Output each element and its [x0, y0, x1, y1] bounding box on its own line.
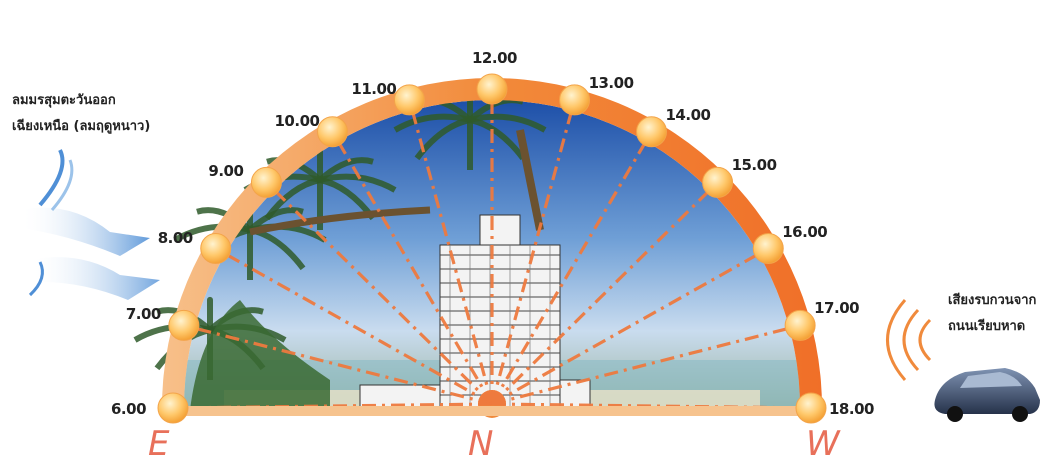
hour-suns — [157, 73, 827, 424]
sun-ray — [183, 323, 493, 406]
sun-icon — [250, 166, 282, 198]
compass-east: E — [148, 424, 170, 464]
sun-ray — [490, 99, 577, 405]
sky-dome — [133, 86, 800, 411]
wind-arrows — [20, 149, 160, 300]
hour-label: 11.00 — [351, 79, 397, 98]
sun-icon — [317, 116, 348, 148]
sun-ray — [214, 247, 493, 406]
hour-label: 16.00 — [782, 222, 828, 241]
noise-note-line1: เสียงรบกวนจาก — [948, 293, 1037, 308]
wind-note-line1: ลมมรสุมตะวันออก — [12, 93, 116, 108]
sun-icon — [784, 309, 816, 341]
building — [359, 214, 591, 411]
sun-icon — [559, 84, 591, 116]
hour-label: 6.00 — [111, 400, 147, 418]
sun-ray — [491, 323, 801, 406]
wind-note: ลมมรสุมตะวันออก เฉียงเหนือ (ลมฤดูหนาว) — [12, 88, 150, 140]
sun-ray — [490, 130, 653, 405]
sun-ray — [490, 181, 719, 406]
noise-note-line2: ถนนเรียบหาด — [948, 319, 1026, 334]
palm-trunk — [249, 206, 431, 236]
sun-ray — [491, 247, 770, 406]
compass-north: N — [468, 424, 494, 464]
car-icon — [934, 368, 1040, 422]
sun-icon — [157, 392, 189, 424]
hour-label: 13.00 — [588, 73, 634, 92]
compass-west: W — [806, 424, 840, 464]
palm-trunk — [516, 129, 544, 231]
noise-waves — [886, 299, 932, 381]
sun-ray — [407, 99, 494, 405]
hour-label: 9.00 — [208, 162, 244, 181]
hour-label: 14.00 — [665, 105, 711, 124]
sun-icon — [702, 166, 734, 198]
sun-icon — [168, 309, 200, 341]
baseline-bar — [184, 406, 800, 416]
sun-ray — [265, 181, 494, 406]
hour-label: 8.00 — [157, 228, 194, 247]
hour-label: 10.00 — [274, 111, 320, 130]
sun-icon — [393, 84, 425, 116]
wind-note-line2: เฉียงเหนือ (ลมฤดูหนาว) — [12, 119, 151, 134]
sun-icon — [795, 392, 827, 424]
sun-icon — [636, 116, 667, 148]
hour-label: 7.00 — [125, 305, 162, 324]
hour-label: 15.00 — [731, 156, 777, 175]
sun-icon — [752, 233, 784, 264]
hour-label: 18.00 — [829, 400, 874, 418]
hour-label: 17.00 — [814, 299, 860, 318]
noise-note: เสียงรบกวนจาก ถนนเรียบหาด — [948, 288, 1036, 340]
hour-label: 12.00 — [472, 49, 517, 67]
foliage — [190, 300, 330, 410]
sun-icon — [200, 233, 232, 264]
sun-icon — [476, 73, 508, 105]
sun-ray — [331, 130, 494, 405]
sun-path-arc — [162, 78, 822, 416]
